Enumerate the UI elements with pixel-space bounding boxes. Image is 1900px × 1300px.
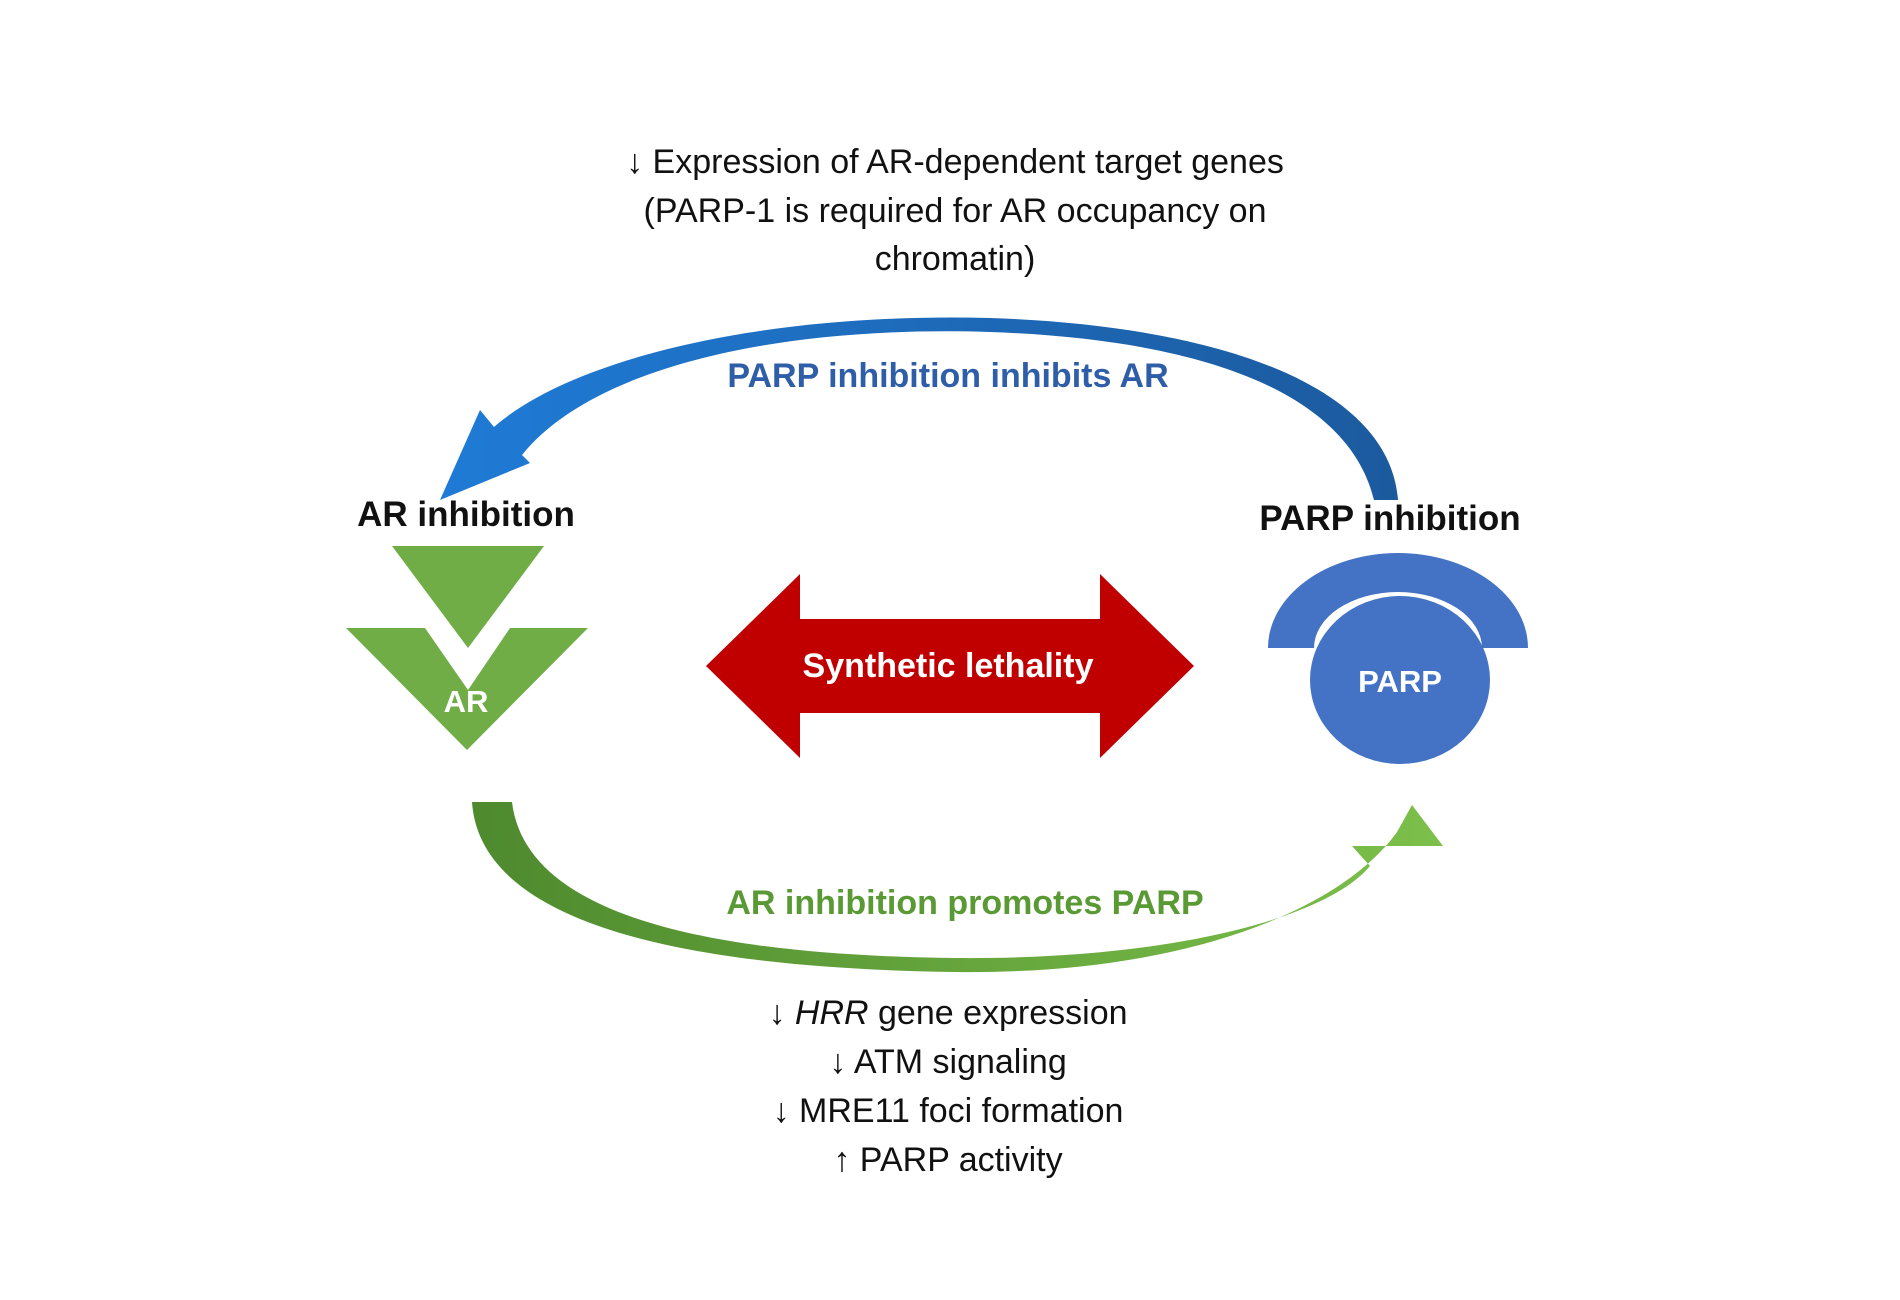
ar-node-title: AR inhibition — [357, 495, 575, 534]
ar-inhibitor-triangle — [392, 546, 544, 648]
bottom-note-line-4: ↑ PARP activity — [833, 1141, 1062, 1179]
ar-node: AR inhibition AR — [346, 495, 588, 750]
hrr-italic: HRR — [795, 994, 869, 1032]
parp-node-title: PARP inhibition — [1259, 499, 1520, 538]
top-note: ↓ Expression of AR-dependent target gene… — [626, 143, 1284, 278]
parp-enzyme-circle — [1310, 596, 1490, 764]
top-curved-arrow: PARP inhibition inhibits AR — [440, 317, 1398, 500]
ar-receptor-shape — [346, 628, 588, 750]
synthetic-lethality-label: Synthetic lethality — [803, 647, 1094, 685]
bottom-note-line-3: ↓ MRE11 foci formation — [773, 1092, 1124, 1130]
down-arrow-glyph: ↓ — [768, 994, 794, 1032]
bottom-note-line-2: ↓ ATM signaling — [829, 1043, 1066, 1081]
parp-enzyme-label: PARP — [1358, 664, 1442, 699]
bottom-notes: ↓ HRR gene expression ↓ ATM signaling ↓ … — [768, 994, 1127, 1179]
top-arrow-body — [440, 317, 1398, 500]
parp-inhibitor-arc — [1268, 553, 1528, 648]
parp-node: PARP inhibition PARP — [1259, 499, 1528, 764]
bottom-arrow-label: AR inhibition promotes PARP — [726, 884, 1203, 922]
top-note-line-1: ↓ Expression of AR-dependent target gene… — [626, 143, 1284, 181]
bottom-curved-arrow: AR inhibition promotes PARP — [472, 802, 1443, 973]
double-arrow-shape — [706, 574, 1194, 758]
top-arrow-label: PARP inhibition inhibits AR — [727, 357, 1168, 395]
top-note-line-2: (PARP-1 is required for AR occupancy on — [644, 192, 1267, 230]
bottom-note-line-1: ↓ HRR gene expression — [768, 994, 1127, 1032]
top-note-line-3: chromatin) — [875, 240, 1036, 278]
ar-receptor-label: AR — [444, 684, 489, 719]
synthetic-lethality-arrow: Synthetic lethality — [706, 574, 1194, 758]
bottom-note-line-1-rest: gene expression — [869, 994, 1128, 1032]
